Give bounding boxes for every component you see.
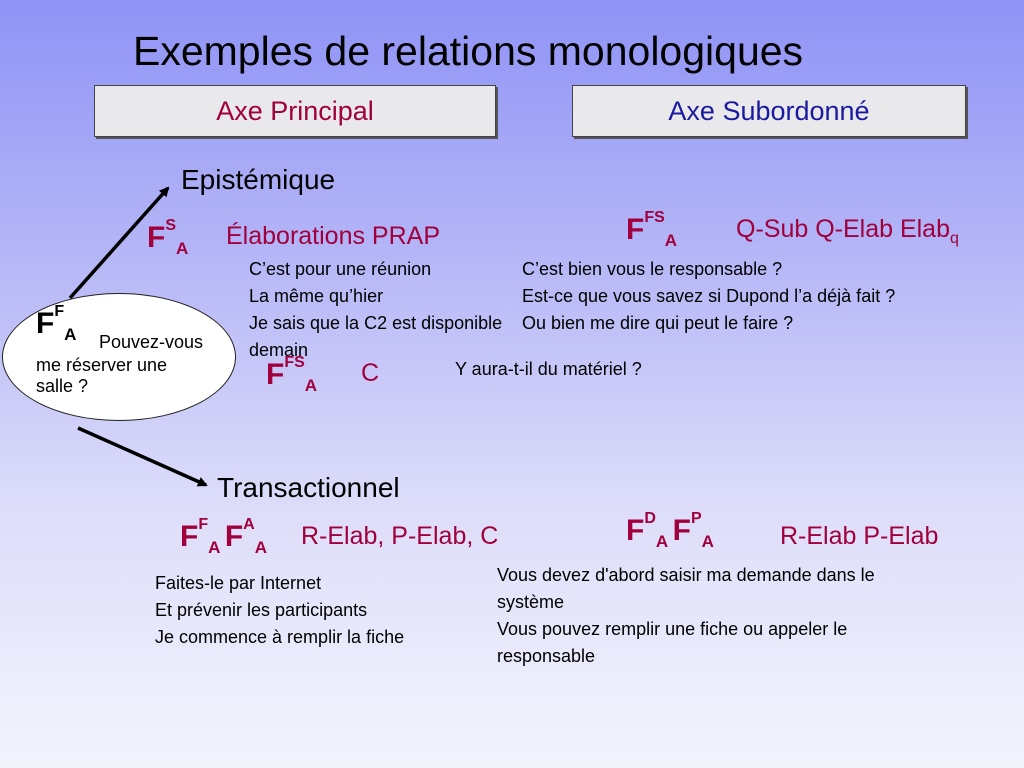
c-example: Y aura-t-il du matériel ? [455,359,642,379]
c-label: C [361,359,380,387]
root-text-line3: salle ? [36,376,89,396]
root-text-line1: Pouvez-vous [99,332,204,352]
elab-example: Je sais que la C2 est disponible [249,313,503,333]
elab-examples: C’est pour une réunion La même qu’hier J… [249,256,502,364]
page-title: Exemples de relations monologiques [133,28,804,74]
trans-left-label: R-Elab, P-Elab, C [301,522,499,550]
arrow-to-transactionnel [77,426,208,487]
qsub-example: Est-ce que vous savez si Dupond l’a déjà… [522,286,896,306]
trans-right-example: système [497,592,565,612]
trans-left-example: Faites-le par Internet [155,573,322,593]
c-formula: FFSA [266,354,318,395]
elab-example: C’est pour une réunion [249,259,432,279]
elab-label: Élaborations PRAP [226,222,441,250]
axe-subordonne-box: Axe Subordonné [572,85,966,137]
arrow-to-epistemique [68,186,170,300]
elab-example: demain [249,340,309,360]
transactionnel-heading: Transactionnel [217,472,400,503]
trans-right-example: responsable [497,646,596,666]
qsub-formula: FFSA [626,209,678,250]
root-ellipse [2,293,236,421]
qsub-label: Q-Sub Q-Elab Elabq [736,215,959,247]
trans-right-label: R-Elab P-Elab [780,522,939,550]
trans-left-formula: FFA FAA [180,516,268,557]
root-text-line2: me réserver une [36,355,168,375]
trans-left-examples: Faites-le par Internet Et prévenir les p… [155,570,404,651]
trans-left-example: Et prévenir les participants [155,600,368,620]
qsub-examples: C’est bien vous le responsable ? Est-ce … [522,256,895,337]
trans-right-examples: Vous devez d'abord saisir ma demande dan… [497,562,875,670]
trans-right-formula: FDA FPA [626,510,714,551]
qsub-example: C’est bien vous le responsable ? [522,259,783,279]
trans-right-example: Vous devez d'abord saisir ma demande dan… [497,565,875,585]
axe-principal-box: Axe Principal [94,85,496,137]
qsub-example: Ou bien me dire qui peut le faire ? [522,313,794,333]
trans-left-example: Je commence à remplir la fiche [155,627,405,647]
epistemique-heading: Epistémique [181,164,336,195]
root-formula: FFA [36,303,77,344]
elab-example: La même qu’hier [249,286,384,306]
elab-formula: FSA [147,217,189,258]
trans-right-example: Vous pouvez remplir une fiche ou appeler… [497,619,848,639]
